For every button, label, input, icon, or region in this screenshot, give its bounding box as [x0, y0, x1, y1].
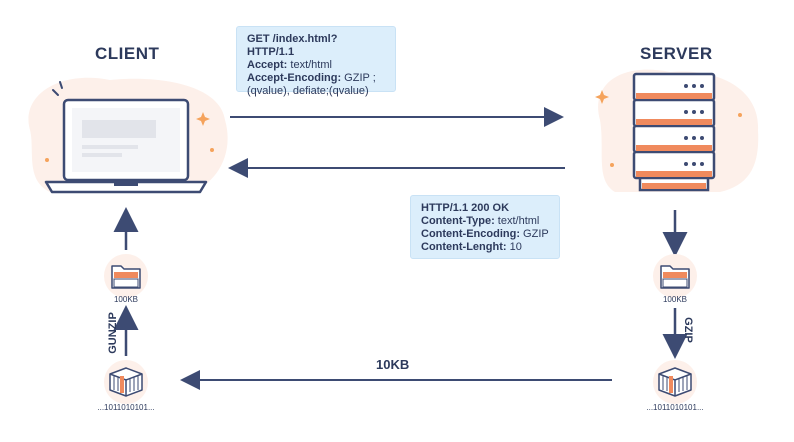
- client-binary-label: ...1011010101...: [97, 403, 155, 412]
- server-stripes: [636, 93, 712, 189]
- client-title: CLIENT: [95, 44, 160, 63]
- accept-encoding-key: Accept-Encoding:: [247, 72, 342, 84]
- client-flash-lines-icon: [52, 81, 63, 96]
- server-folder-icon: [653, 254, 697, 298]
- content-type-key: Content-Type:: [421, 215, 495, 227]
- content-type-value: text/html: [494, 215, 540, 227]
- laptop-icon: [44, 98, 208, 194]
- server-binary-label: ...1011010101...: [646, 403, 704, 412]
- client-folder-icon: [104, 254, 148, 298]
- request-line: GET /index.html? HTTP/1.1: [247, 33, 338, 58]
- transfer-size-label: 10KB: [376, 357, 410, 372]
- response-headers-box: HTTP/1.1 200 OK Content-Type: text/html …: [410, 195, 560, 259]
- server-sparkles-icon: [595, 90, 742, 167]
- status-line: HTTP/1.1 200 OK: [421, 202, 510, 214]
- gzip-label: GZIP: [682, 317, 694, 343]
- request-headers-box: GET /index.html? HTTP/1.1 Accept: text/h…: [236, 26, 396, 97]
- content-encoding-value: GZIP: [519, 228, 549, 240]
- accept-encoding-qvalue: (qvalue), defiate;(qvalue): [247, 85, 369, 97]
- accept-encoding-value: GZIP ;: [341, 72, 376, 84]
- server-title: SERVER: [640, 44, 713, 63]
- content-length-key: Content-Lenght:: [421, 241, 507, 253]
- client-compressed-box-icon: [104, 360, 148, 404]
- content-encoding-key: Content-Encoding:: [421, 228, 520, 240]
- client-sparkles-icon: [45, 112, 214, 162]
- server-file-size-label: 100KB: [662, 295, 688, 304]
- accept-key: Accept:: [247, 59, 288, 71]
- client-file-size-label: 100KB: [113, 295, 139, 304]
- content-length-value: 10: [506, 241, 522, 253]
- accept-value: text/html: [287, 59, 332, 71]
- gunzip-label: GUNZIP: [107, 312, 119, 354]
- server-leds: [684, 84, 704, 166]
- server-compressed-box-icon: [653, 360, 697, 404]
